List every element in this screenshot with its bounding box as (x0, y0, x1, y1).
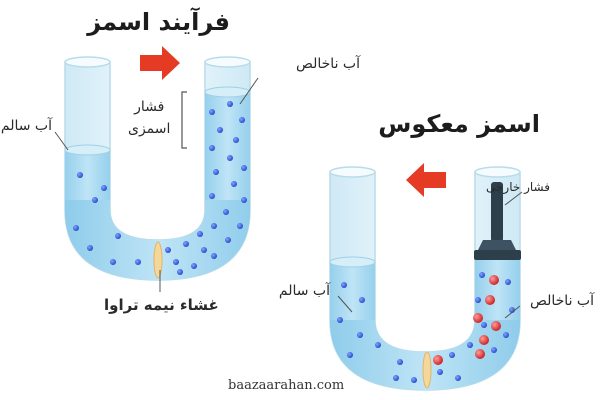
reverse-osmosis-blue-particles (337, 272, 515, 383)
reverse-osmosis-direction-arrow (406, 163, 446, 197)
osmosis-blue-particles (73, 101, 247, 275)
footer-site-url: baazaarahan.com (228, 378, 345, 393)
reverse-osmosis-impure-water-label: آب ناخالص (529, 293, 594, 309)
osmosis-direction-arrow (140, 46, 180, 80)
osmosis-u-tube (54, 56, 259, 292)
reverse-osmosis-clean-water-label: آب سالم (278, 283, 330, 299)
reverse-osmosis-external-pressure-label: فشار خارجی (486, 180, 550, 194)
osmosis-membrane (153, 241, 163, 279)
osmosis-clean-water-label: آب سالم (0, 118, 52, 134)
reverse-osmosis-piston (474, 182, 521, 260)
reverse-osmosis-title: اسمز معکوس (378, 110, 540, 138)
reverse-osmosis-u-tube (329, 166, 523, 391)
osmosis-pressure-label: فشار اسمزی (128, 99, 171, 137)
osmosis-title: فرآیند اسمز (87, 8, 230, 36)
reverse-osmosis-membrane (422, 351, 432, 389)
osmosis-impure-water-label: آب ناخالص (295, 56, 360, 72)
reverse-osmosis-red-particles (433, 275, 501, 365)
osmosis-membrane-label: غشاء نیمه تراوا (104, 296, 219, 314)
